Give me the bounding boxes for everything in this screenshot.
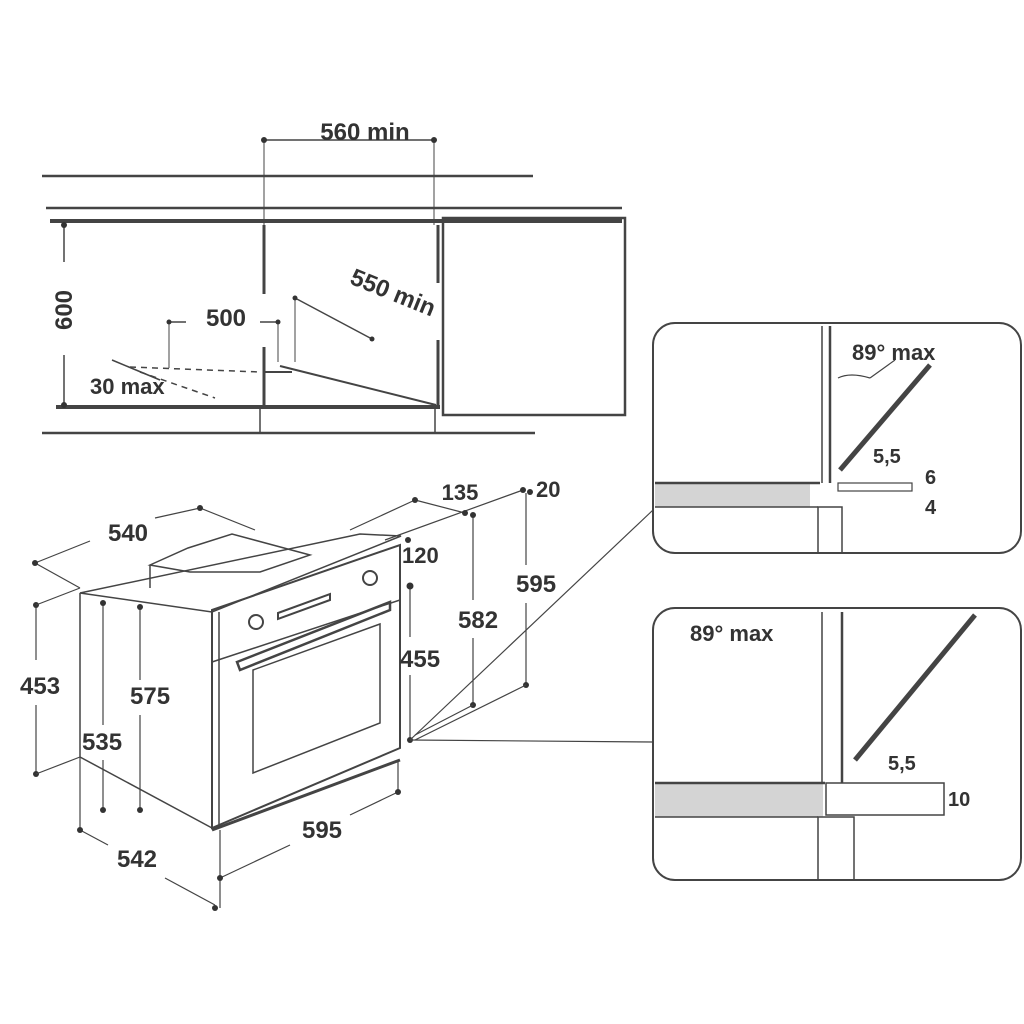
body-height-label: 582 — [458, 607, 498, 634]
opening-label: 500 — [206, 305, 246, 332]
depth-min-label: 550 min — [346, 264, 439, 323]
detail-top-angle-label: 89° max — [852, 340, 936, 365]
front-width-label: 595 — [302, 817, 342, 844]
detail-top-gap-label: 5,5 — [873, 446, 901, 468]
front-thickness-label: 20 — [536, 477, 560, 502]
height-label: 600 — [51, 290, 78, 330]
detail-bottom-angle-label: 89° max — [690, 621, 774, 646]
depth-top-label: 540 — [108, 520, 148, 547]
cable-offset-label: 135 — [442, 480, 479, 505]
top-offset-label: 120 — [402, 543, 439, 568]
detail-top: 89° max 5,5 6 4 — [652, 322, 1022, 554]
depth-bottom-label: 542 — [117, 846, 157, 873]
cabinet-view: 560 min 600 500 550 min 30 max — [42, 119, 627, 435]
detail-bottom-gap-label: 5,5 — [888, 753, 916, 775]
oven-view: 540 135 20 120 455 582 595 — [20, 477, 654, 911]
door-height-label: 455 — [400, 646, 440, 673]
body-depth-535-label: 535 — [82, 729, 122, 756]
detail-top-d1-label: 6 — [925, 467, 936, 489]
side-height-label: 453 — [20, 673, 60, 700]
rear-gap-label: 30 max — [90, 374, 165, 399]
total-height-label: 595 — [516, 571, 556, 598]
detail-bottom: 89° max 5,5 10 — [652, 607, 1022, 881]
width-min-label: 560 min — [320, 119, 409, 146]
detail-bottom-d1-label: 10 — [948, 789, 970, 811]
body-depth-575-label: 575 — [130, 683, 170, 710]
detail-top-d2-label: 4 — [925, 497, 937, 519]
